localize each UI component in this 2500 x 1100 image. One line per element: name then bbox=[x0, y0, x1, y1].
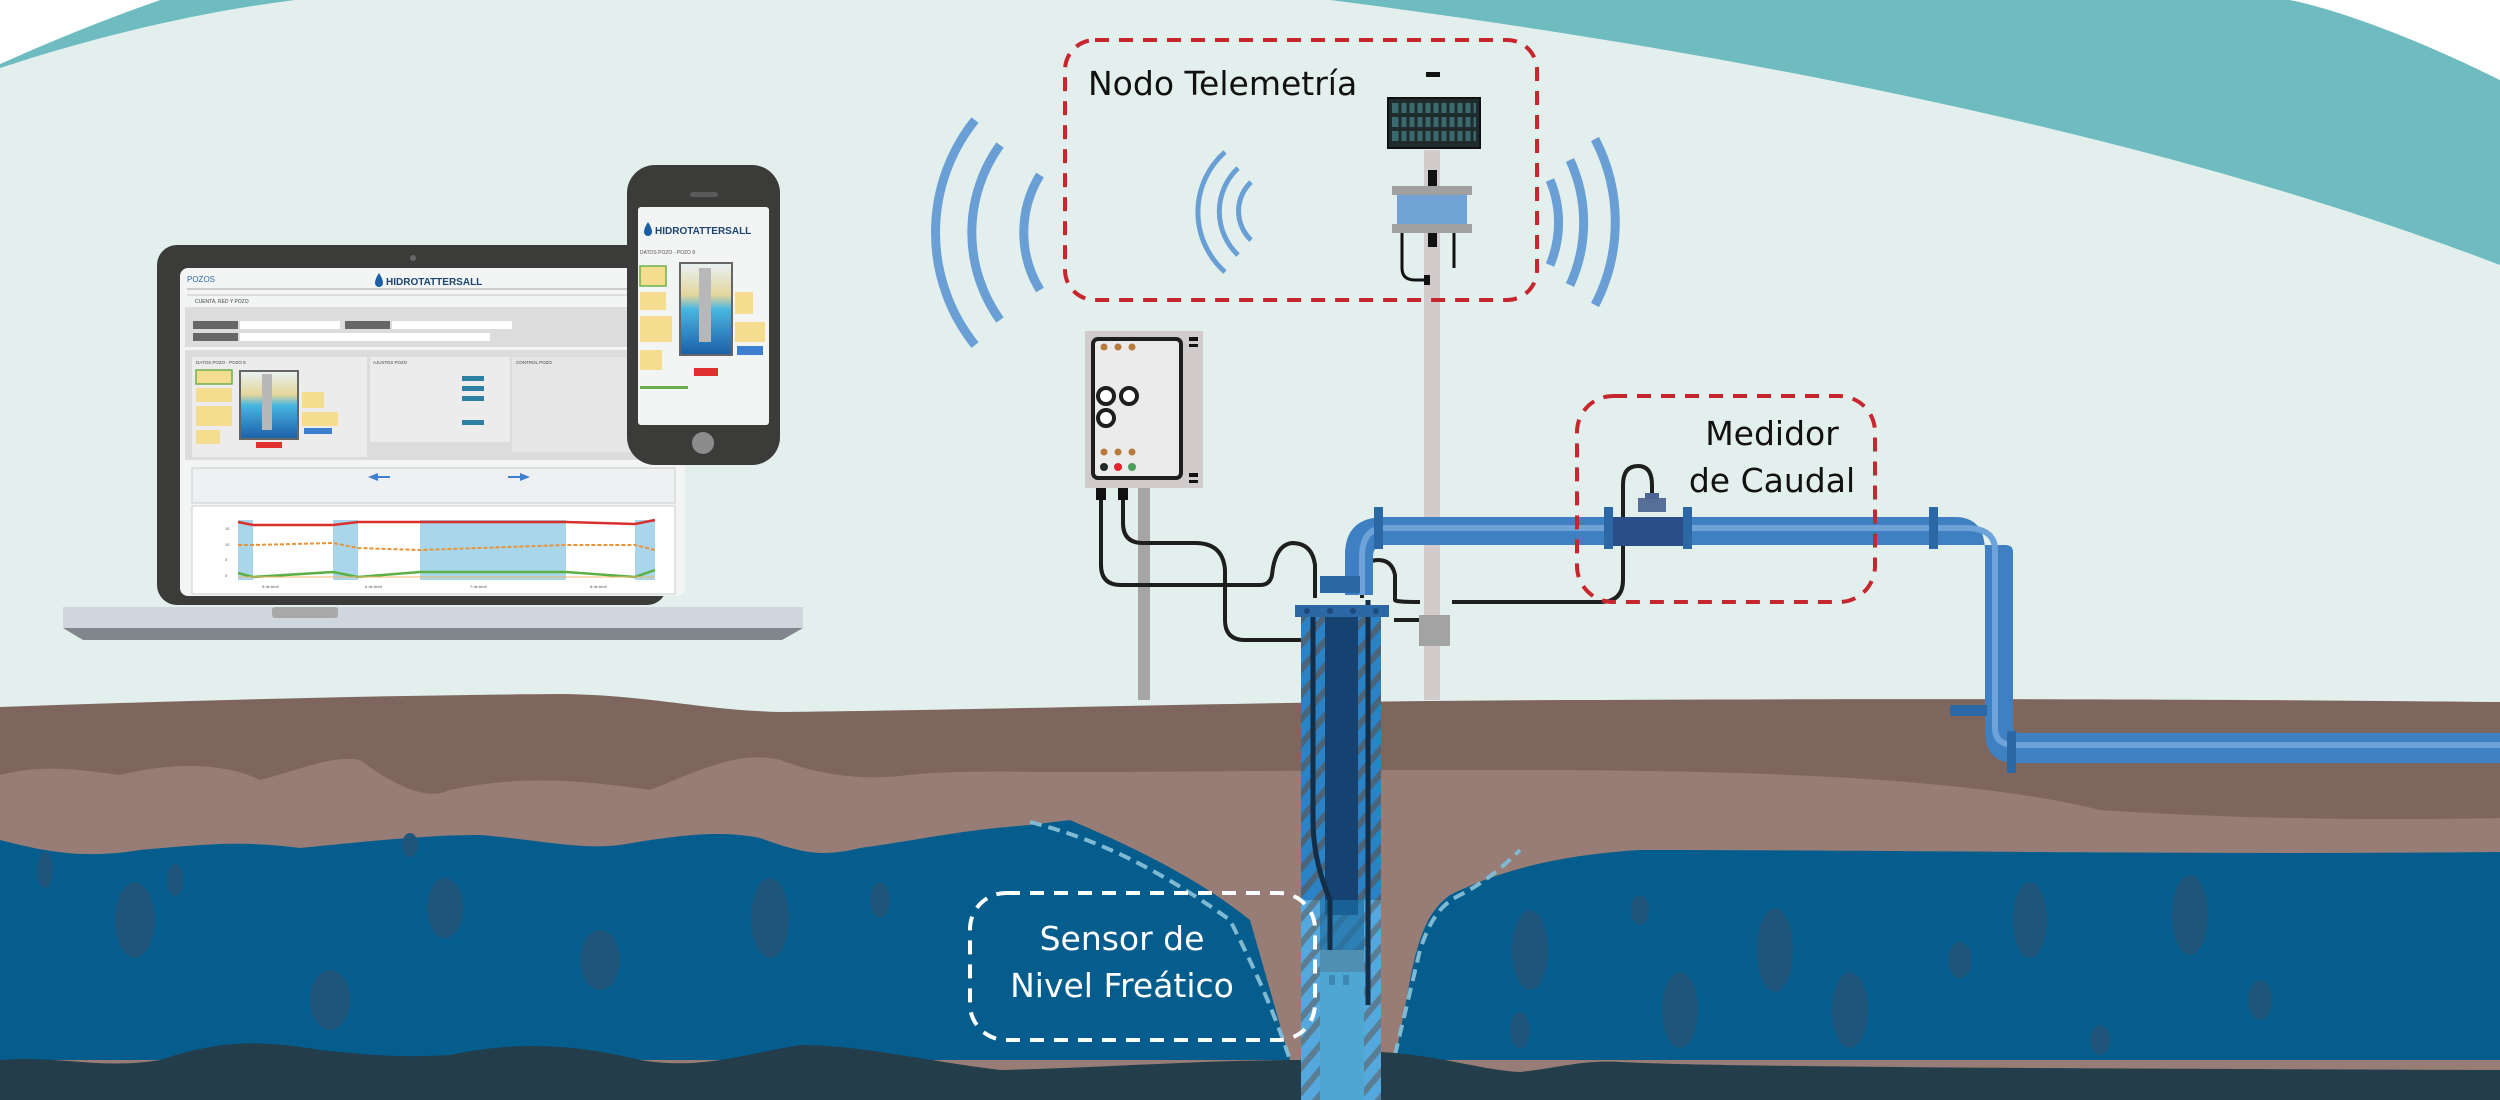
callout-water-level-sensor: Sensor de Nivel Freático bbox=[968, 891, 1317, 1042]
discharge-pipe bbox=[1320, 507, 2500, 773]
aquifer-pebbles bbox=[37, 833, 2272, 1055]
laptop-panel-control: CONTROL POZO bbox=[516, 360, 552, 365]
laptop-section-label: CUENTA, RED Y POZO bbox=[195, 299, 249, 305]
status-light-off bbox=[1100, 463, 1108, 471]
svg-text:15: 15 bbox=[225, 526, 230, 531]
antenna-tip bbox=[1426, 72, 1440, 77]
cone-of-depression-outline-left bbox=[1029, 820, 1292, 1061]
svg-text:5 de Abril: 5 de Abril bbox=[262, 584, 279, 589]
pipe-flange bbox=[1929, 507, 1938, 549]
top-right-teal-band bbox=[1330, 0, 2500, 265]
phone-brand: HIDROTATTERSALL bbox=[655, 226, 751, 237]
callout-flow-meter: Medidor de Caudal bbox=[1575, 394, 1877, 604]
pump-body bbox=[1320, 950, 1364, 1100]
cone-of-depression-outline-right bbox=[1393, 848, 1522, 1056]
svg-text:8 de Abril: 8 de Abril bbox=[590, 584, 607, 589]
junction-box bbox=[1419, 615, 1450, 646]
laptop-chart-x-ticks: 5 de Abril 6 de Abril 7 de Abril 8 de Ab… bbox=[262, 584, 607, 589]
laptop-trackpad-notch bbox=[272, 607, 338, 618]
laptop-dashboard: POZOS HIDROTATTERSALL CUENTA, RED Y POZO… bbox=[63, 245, 803, 640]
svg-text:6 de Abril: 6 de Abril bbox=[365, 584, 382, 589]
pump-top bbox=[1320, 950, 1364, 972]
pipe-flange bbox=[1374, 507, 1383, 549]
callout-telemetry-node: Nodo Telemetría bbox=[1063, 38, 1539, 302]
top-right-white-corner bbox=[2290, 0, 2500, 80]
phone-home-button bbox=[692, 432, 714, 454]
laptop-brand: HIDROTATTERSALL bbox=[386, 277, 482, 288]
callout-telemetry-node-label: Nodo Telemetría bbox=[1088, 64, 1357, 103]
well-pump bbox=[1295, 600, 1389, 1100]
callout-water-level-sensor-label-line1: Sensor de bbox=[1040, 919, 1205, 958]
control-panel-pole bbox=[1138, 485, 1150, 700]
callout-water-level-sensor-label-line2: Nivel Freático bbox=[1010, 966, 1234, 1005]
status-light-red bbox=[1114, 463, 1122, 471]
callout-flow-meter-label-line1: Medidor bbox=[1705, 414, 1839, 453]
laptop-base-top bbox=[63, 607, 803, 628]
top-left-white-corner bbox=[0, 0, 160, 64]
wireless-signal-right-icon bbox=[1545, 136, 1620, 308]
telemetry-node-pole bbox=[1424, 150, 1440, 700]
control-panel bbox=[1085, 331, 1203, 500]
well-inner-pipe bbox=[1325, 615, 1358, 915]
laptop-panel-settings: AJUSTES POZO bbox=[373, 360, 408, 365]
laptop-base-bottom bbox=[63, 628, 803, 640]
bedrock-layer bbox=[0, 1043, 2500, 1100]
phone-speaker bbox=[690, 192, 718, 197]
pipe-flange bbox=[1320, 576, 1360, 593]
wireless-signal-center-icon bbox=[1195, 150, 1253, 274]
wireless-signal-left-icon bbox=[931, 117, 1044, 348]
svg-text:10: 10 bbox=[225, 542, 230, 547]
laptop-page-title: POZOS bbox=[187, 275, 215, 284]
svg-text:0: 0 bbox=[225, 573, 228, 578]
laptop-panel-status: DATOS POZO - POZO 8 bbox=[196, 360, 246, 365]
laptop-camera bbox=[410, 255, 416, 261]
telemetry-transmitter bbox=[1392, 186, 1472, 285]
pipe-flange bbox=[2007, 731, 2016, 773]
well-head-plate bbox=[1295, 605, 1389, 617]
callout-flow-meter-label-line2: de Caudal bbox=[1689, 461, 1855, 500]
control-panel-dials bbox=[1096, 386, 1139, 428]
flow-meter bbox=[1604, 493, 1692, 549]
laptop-chart bbox=[237, 518, 656, 580]
pipe-flange bbox=[1950, 705, 1987, 716]
solar-panel-icon bbox=[1387, 97, 1481, 149]
top-left-teal-band bbox=[0, 0, 295, 68]
laptop-chart-y-ticks: 15 10 5 0 bbox=[225, 526, 230, 578]
aquifer-layer-right bbox=[1395, 850, 2500, 1060]
svg-text:7 de Abril: 7 de Abril bbox=[470, 584, 487, 589]
smartphone-dashboard: HIDROTATTERSALL DATOS POZO - POZO 8 bbox=[627, 165, 780, 465]
laptop-brand-logo: HIDROTATTERSALL bbox=[375, 273, 482, 288]
svg-text:5: 5 bbox=[225, 557, 228, 562]
phone-section-label: DATOS POZO - POZO 8 bbox=[640, 250, 695, 256]
status-light-green bbox=[1128, 463, 1136, 471]
sensor-cable-in-well bbox=[1310, 615, 1333, 950]
